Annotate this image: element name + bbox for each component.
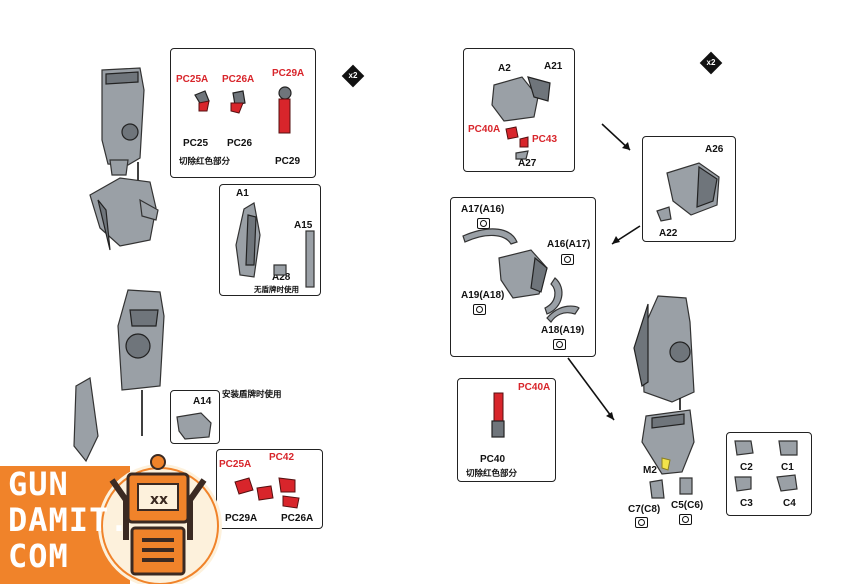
mark-icon xyxy=(553,339,566,350)
part-label-c2: C2 xyxy=(740,463,753,473)
part-label-a19: A19(A18) xyxy=(461,291,504,301)
pc40-box: PC40A PC40 切除红色部分 xyxy=(457,378,556,482)
watermark-logo: xx GUN DAMIT. COM xyxy=(0,444,215,584)
part-label-c7: C7(C8) xyxy=(628,505,660,515)
part-label-a22: A22 xyxy=(659,229,677,239)
hands-box: C2 C1 C3 C4 xyxy=(726,432,812,516)
logo-line2: DAMIT. xyxy=(8,504,130,536)
a26-parts xyxy=(643,137,733,237)
logo-line3: COM xyxy=(8,540,69,572)
mark-icon xyxy=(635,517,648,528)
part-label-c1: C1 xyxy=(781,463,794,473)
part-label-c5: C5(C6) xyxy=(671,501,703,511)
logo-line1: GUN xyxy=(8,468,69,500)
a26-box: A26 A22 xyxy=(642,136,736,242)
m2-part xyxy=(660,456,680,476)
mark-icon xyxy=(473,304,486,315)
pc40-note: 切除红色部分 xyxy=(466,467,517,479)
svg-text:xx: xx xyxy=(150,492,168,508)
ring-parts-box: A17(A16) A16(A17) A19(A18) A18(A19) xyxy=(450,197,596,357)
part-label-c3: C3 xyxy=(740,499,753,509)
part-label-c4: C4 xyxy=(783,499,796,509)
pc40-part xyxy=(482,389,542,449)
part-label-a18: A18(A19) xyxy=(541,326,584,336)
part-label-pc40: PC40 xyxy=(480,455,505,465)
mark-icon xyxy=(679,514,692,525)
